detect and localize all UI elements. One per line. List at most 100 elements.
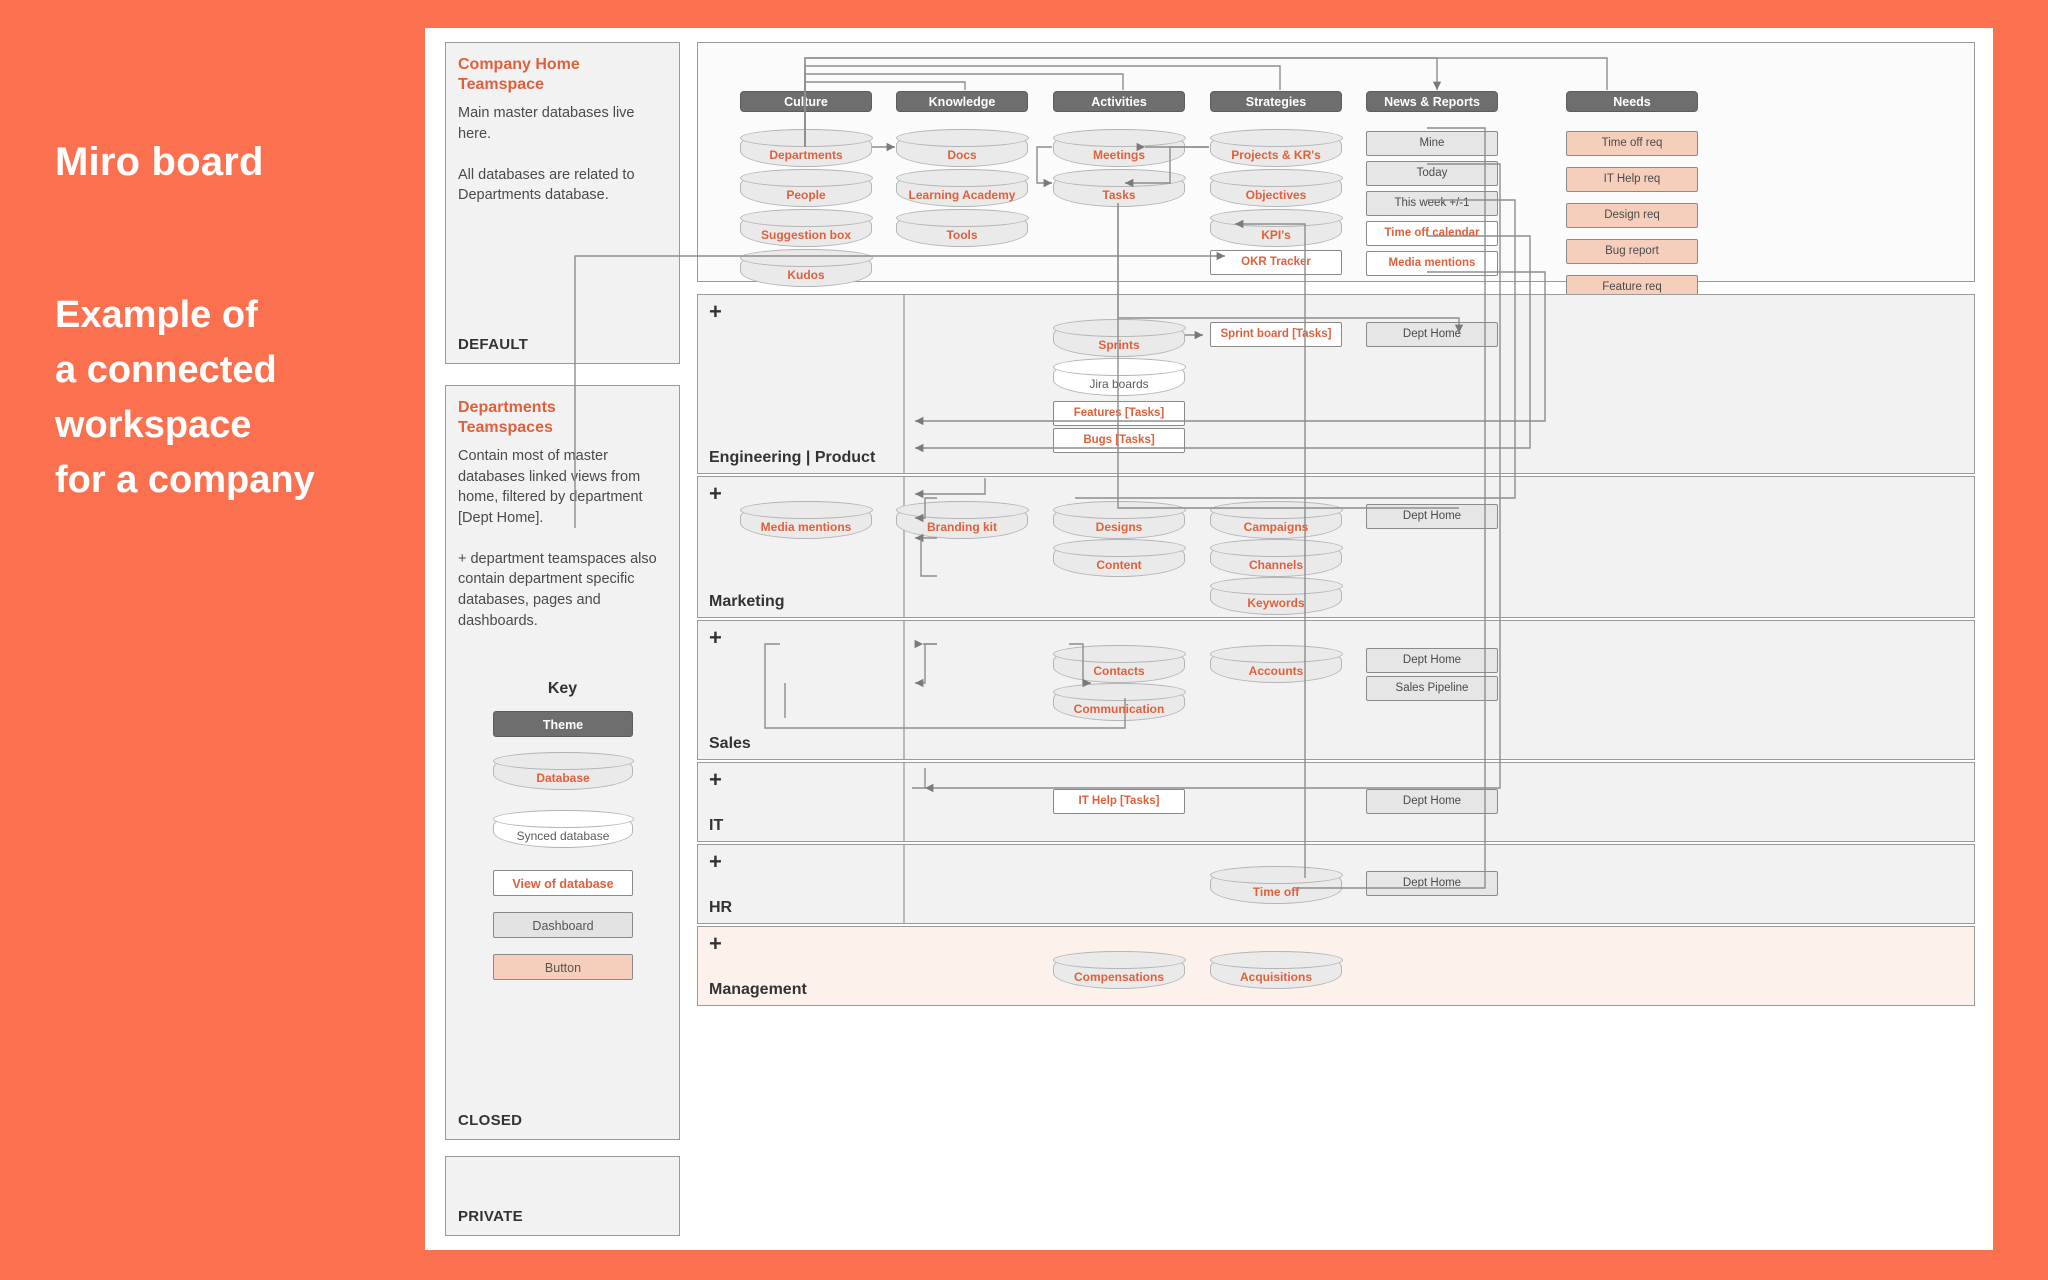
theme-pill-activities[interactable]: Activities (1053, 91, 1185, 112)
dept-label-engineering: Engineering | Product (709, 449, 876, 466)
dept-label-marketing: Marketing (709, 593, 785, 610)
db-departments[interactable]: Departments (739, 128, 873, 167)
view-features-tasks[interactable]: Features [Tasks] (1053, 401, 1185, 426)
db-label-communication: Communication (1073, 702, 1165, 716)
panel-marketing[interactable]: + Marketing Media mentions Branding kit … (697, 476, 1975, 618)
theme-pill-knowledge[interactable]: Knowledge (896, 91, 1028, 112)
theme-pill-strategies[interactable]: Strategies (1210, 91, 1342, 112)
add-icon[interactable]: + (709, 481, 722, 506)
button-design-req[interactable]: Design req (1566, 203, 1698, 228)
board-title: Miro board (55, 140, 264, 184)
theme-pill-culture[interactable]: Culture (740, 91, 872, 112)
caption-panel: Miro board Example of a connected worksp… (0, 0, 425, 1280)
db-people[interactable]: People (739, 168, 873, 207)
key-chip-theme: Theme (493, 711, 633, 737)
theme-pill-news-reports[interactable]: News & Reports (1366, 91, 1498, 112)
db-label-kudos: Kudos (787, 268, 825, 282)
theme-pill-needs[interactable]: Needs (1566, 91, 1698, 112)
view-sprint-board-tasks[interactable]: Sprint board [Tasks] (1210, 322, 1342, 347)
dept-label-hr: HR (709, 899, 733, 916)
key-label-database: Database (536, 771, 590, 785)
key-chip-dashboard: Dashboard (493, 912, 633, 938)
add-icon[interactable]: + (709, 299, 722, 324)
db-designs[interactable]: Designs (1052, 500, 1186, 539)
dashboard-dept-home-marketing[interactable]: Dept Home (1366, 504, 1498, 529)
view-it-help-tasks[interactable]: IT Help [Tasks] (1053, 789, 1185, 814)
dashboard-mine[interactable]: Mine (1366, 131, 1498, 156)
button-time-off-req[interactable]: Time off req (1566, 131, 1698, 156)
db-keywords[interactable]: Keywords (1209, 576, 1343, 615)
card-home-title: Company Home Teamspace (458, 56, 580, 93)
db-label-tools: Tools (946, 228, 978, 242)
view-time-off-calendar[interactable]: Time off calendar (1366, 221, 1498, 246)
db-objectives[interactable]: Objectives (1209, 168, 1343, 207)
key-item-synced-database: Synced database (492, 809, 634, 848)
board-subtitle: Example of a connected workspace for a c… (55, 294, 315, 502)
panel-sales[interactable]: + Sales Contacts Communication Accounts … (697, 620, 1975, 760)
db-time-off[interactable]: Time off (1209, 865, 1343, 904)
dashboard-dept-home-hr[interactable]: Dept Home (1366, 871, 1498, 896)
view-bugs-tasks[interactable]: Bugs [Tasks] (1053, 428, 1185, 453)
key-chip-button: Button (493, 954, 633, 980)
db-label-departments: Departments (769, 148, 843, 162)
dashboard-dept-home-sales[interactable]: Dept Home (1366, 648, 1498, 673)
card-company-home[interactable]: Company Home Teamspace Main master datab… (445, 42, 680, 364)
db-contacts[interactable]: Contacts (1052, 644, 1186, 683)
add-icon[interactable]: + (709, 767, 722, 792)
db-tasks[interactable]: Tasks (1052, 168, 1186, 207)
dashboard-sales-pipeline[interactable]: Sales Pipeline (1366, 676, 1498, 701)
db-jira-boards[interactable]: Jira boards (1052, 357, 1186, 396)
db-label-time-off: Time off (1252, 885, 1300, 899)
db-communication[interactable]: Communication (1052, 682, 1186, 721)
db-accounts[interactable]: Accounts (1209, 644, 1343, 683)
view-media-mentions[interactable]: Media mentions (1366, 251, 1498, 276)
panel-divider (903, 295, 905, 473)
card-departments[interactable]: Departments Teamspaces Contain most of m… (445, 385, 680, 1140)
dashboard-this-week[interactable]: This week +/-1 (1366, 191, 1498, 216)
key-cylinder-database: Database (492, 751, 634, 790)
db-branding-kit[interactable]: Branding kit (895, 500, 1029, 539)
db-label-tasks: Tasks (1102, 188, 1136, 202)
card-home-body: Main master databases live here. All dat… (458, 105, 635, 204)
db-tools[interactable]: Tools (895, 208, 1029, 247)
db-label-jira-boards: Jira boards (1089, 377, 1149, 391)
db-label-campaigns: Campaigns (1243, 520, 1309, 534)
db-meetings[interactable]: Meetings (1052, 128, 1186, 167)
db-sprints[interactable]: Sprints (1052, 318, 1186, 357)
db-campaigns[interactable]: Campaigns (1209, 500, 1343, 539)
panel-it[interactable]: + IT IT Help [Tasks] Dept Home (697, 762, 1975, 842)
add-icon[interactable]: + (709, 625, 722, 650)
db-suggestion-box[interactable]: Suggestion box (739, 208, 873, 247)
db-label-kpis: KPI's (1261, 228, 1291, 242)
db-docs[interactable]: Docs (895, 128, 1029, 167)
dashboard-today[interactable]: Today (1366, 161, 1498, 186)
dept-label-sales: Sales (709, 735, 751, 752)
card-private[interactable]: PRIVATE (445, 1156, 680, 1236)
db-projects-krs[interactable]: Projects & KR's (1209, 128, 1343, 167)
panel-management[interactable]: + Management Compensations Acquisitions (697, 926, 1975, 1006)
board-canvas[interactable]: Company Home Teamspace Main master datab… (425, 28, 1993, 1250)
view-okr-tracker[interactable]: OKR Tracker (1210, 250, 1342, 275)
panel-divider (903, 763, 905, 841)
db-acquisitions[interactable]: Acquisitions (1209, 950, 1343, 989)
panel-company-home-default[interactable]: Culture Knowledge Activities Strategies … (697, 42, 1975, 300)
db-channels[interactable]: Channels (1209, 538, 1343, 577)
add-icon[interactable]: + (709, 849, 722, 874)
panel-engineering-product[interactable]: + Engineering | Product Sprints Jira boa… (697, 294, 1975, 474)
db-label-suggestion-box: Suggestion box (761, 228, 851, 242)
db-content[interactable]: Content (1052, 538, 1186, 577)
db-label-acquisitions: Acquisitions (1239, 970, 1312, 984)
db-kudos[interactable]: Kudos (739, 248, 873, 287)
db-label-channels: Channels (1248, 558, 1303, 572)
panel-hr[interactable]: + HR Time off Dept Home (697, 844, 1975, 924)
db-label-keywords: Keywords (1247, 596, 1305, 610)
button-it-help-req[interactable]: IT Help req (1566, 167, 1698, 192)
db-learning-academy[interactable]: Learning Academy (895, 168, 1029, 207)
dashboard-dept-home-it[interactable]: Dept Home (1366, 789, 1498, 814)
db-kpis[interactable]: KPI's (1209, 208, 1343, 247)
dashboard-dept-home-engineering[interactable]: Dept Home (1366, 322, 1498, 347)
db-compensations[interactable]: Compensations (1052, 950, 1186, 989)
button-bug-report[interactable]: Bug report (1566, 239, 1698, 264)
add-icon[interactable]: + (709, 931, 722, 956)
db-media-mentions-marketing[interactable]: Media mentions (739, 500, 873, 539)
